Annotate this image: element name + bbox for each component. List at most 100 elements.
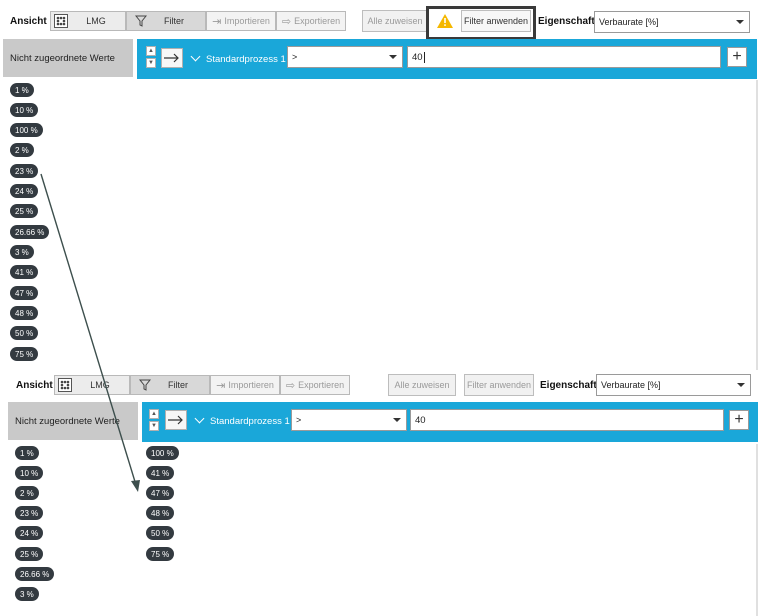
- value-chip[interactable]: 2 %: [15, 486, 39, 500]
- import-label: Importieren: [224, 16, 270, 26]
- value-chip[interactable]: 26.66 %: [10, 225, 50, 239]
- property-select[interactable]: Verbaurate [%]: [596, 374, 751, 396]
- filter-value-input[interactable]: 40: [407, 46, 721, 68]
- unassigned-header: Nicht zugeordnete Werte: [3, 39, 133, 77]
- import-icon: ⇥: [216, 379, 226, 392]
- apply-filter-button[interactable]: Filter anwenden: [464, 374, 534, 396]
- value-chip[interactable]: 100 %: [10, 123, 43, 137]
- export-button[interactable]: ⇨ Exportieren: [276, 11, 346, 31]
- filter-value: 40: [412, 51, 423, 63]
- arrow-right-button[interactable]: [165, 410, 187, 430]
- value-chip[interactable]: 100 %: [146, 446, 179, 460]
- process-label: Standardprozess 1: [210, 416, 290, 427]
- value-chip[interactable]: 75 %: [10, 347, 39, 361]
- operator-select[interactable]: >: [291, 409, 407, 431]
- arrow-up-icon[interactable]: ▲: [146, 46, 156, 56]
- view-label: Ansicht: [16, 380, 53, 391]
- warning-icon: [437, 14, 453, 33]
- grid-icon: [54, 14, 68, 28]
- apply-filter-button[interactable]: Filter anwenden: [461, 10, 531, 32]
- filter-value: 40: [415, 414, 426, 426]
- arrow-down-icon[interactable]: ▼: [146, 58, 156, 68]
- value-chip[interactable]: 47 %: [146, 486, 175, 500]
- toolbar: Ansicht LMG Filter ⇥ Importieren ⇨ Expor…: [0, 0, 760, 42]
- lmg-label: LMG: [90, 380, 110, 390]
- add-rule-button[interactable]: +: [729, 410, 749, 430]
- property-value: Verbaurate [%]: [599, 17, 659, 27]
- assign-all-label: Alle zuweisen: [394, 380, 450, 390]
- value-chip[interactable]: 3 %: [15, 587, 39, 601]
- lmg-view-button[interactable]: LMG: [50, 11, 126, 31]
- value-chip[interactable]: 24 %: [10, 184, 39, 198]
- scrollbar[interactable]: [756, 80, 758, 370]
- value-chip[interactable]: 24 %: [15, 526, 44, 540]
- arrow-right-button[interactable]: [161, 48, 183, 68]
- process-label: Standardprozess 1: [206, 54, 286, 65]
- arrow-up-icon[interactable]: ▲: [149, 409, 159, 419]
- property-value: Verbaurate [%]: [601, 380, 661, 390]
- import-button[interactable]: ⇥ Importieren: [206, 11, 276, 31]
- property-select[interactable]: Verbaurate [%]: [594, 11, 750, 33]
- chevron-down-icon: [389, 55, 397, 59]
- value-chip[interactable]: 41 %: [146, 466, 175, 480]
- operator-select[interactable]: >: [287, 46, 403, 68]
- filter-label: Filter: [168, 380, 188, 390]
- view-label: Ansicht: [10, 16, 47, 27]
- value-chip[interactable]: 50 %: [10, 326, 39, 340]
- apply-filter-label: Filter anwenden: [463, 16, 529, 26]
- value-chip[interactable]: 23 %: [10, 164, 39, 178]
- lmg-view-button[interactable]: LMG: [54, 375, 130, 395]
- lmg-label: LMG: [86, 16, 106, 26]
- toolbar: Ansicht LMG Filter ⇥ Importieren ⇨ Expor…: [0, 370, 760, 412]
- import-icon: ⇥: [212, 15, 222, 28]
- value-chip[interactable]: 48 %: [10, 306, 39, 320]
- export-button[interactable]: ⇨ Exportieren: [280, 375, 350, 395]
- property-label: Eigenschaft: [540, 380, 597, 391]
- funnel-icon: [134, 15, 148, 29]
- property-label: Eigenschaft: [538, 16, 595, 27]
- operator-value: >: [296, 415, 302, 425]
- export-icon: ⇨: [285, 379, 296, 392]
- value-chip[interactable]: 10 %: [10, 103, 39, 117]
- filter-value-input[interactable]: 40: [410, 409, 724, 431]
- import-label: Importieren: [228, 380, 274, 390]
- reorder-stepper[interactable]: ▲ ▼: [146, 46, 156, 69]
- value-chip[interactable]: 26.66 %: [15, 567, 55, 581]
- panel-after-filter: Ansicht LMG Filter ⇥ Importieren ⇨ Expor…: [0, 370, 760, 616]
- filter-rule-bar: ▲ ▼ Standardprozess 1 > 40 +: [137, 39, 757, 79]
- operator-value: >: [292, 52, 298, 62]
- value-chip[interactable]: 75 %: [146, 547, 175, 561]
- reorder-stepper[interactable]: ▲ ▼: [149, 409, 159, 432]
- highlight-frame: [426, 6, 536, 40]
- add-rule-button[interactable]: +: [727, 47, 747, 67]
- export-label: Exportieren: [298, 380, 345, 390]
- filter-view-button[interactable]: Filter: [130, 375, 210, 395]
- value-chip[interactable]: 1 %: [10, 83, 34, 97]
- value-chip[interactable]: 41 %: [10, 265, 39, 279]
- assign-all-button[interactable]: Alle zuweisen: [388, 374, 456, 396]
- export-label: Exportieren: [294, 16, 341, 26]
- value-chip[interactable]: 25 %: [10, 204, 39, 218]
- grid-icon: [58, 378, 72, 392]
- chevron-down-icon: [393, 418, 401, 422]
- arrow-down-icon[interactable]: ▼: [149, 421, 159, 431]
- value-chip[interactable]: 3 %: [10, 245, 34, 259]
- import-button[interactable]: ⇥ Importieren: [210, 375, 280, 395]
- value-chip[interactable]: 2 %: [10, 143, 34, 157]
- value-chip[interactable]: 48 %: [146, 506, 175, 520]
- value-chip[interactable]: 1 %: [15, 446, 39, 460]
- apply-filter-label: Filter anwenden: [466, 380, 532, 390]
- value-chip[interactable]: 10 %: [15, 466, 44, 480]
- filter-label: Filter: [164, 16, 184, 26]
- scrollbar[interactable]: [756, 444, 758, 616]
- export-icon: ⇨: [281, 15, 292, 28]
- chevron-down-icon: [736, 20, 744, 24]
- assign-all-label: Alle zuweisen: [367, 16, 423, 26]
- value-chip[interactable]: 50 %: [146, 526, 175, 540]
- value-chip[interactable]: 23 %: [15, 506, 44, 520]
- filter-view-button[interactable]: Filter: [126, 11, 206, 31]
- chevron-down-icon: [737, 383, 745, 387]
- value-chip[interactable]: 25 %: [15, 547, 44, 561]
- value-chip[interactable]: 47 %: [10, 286, 39, 300]
